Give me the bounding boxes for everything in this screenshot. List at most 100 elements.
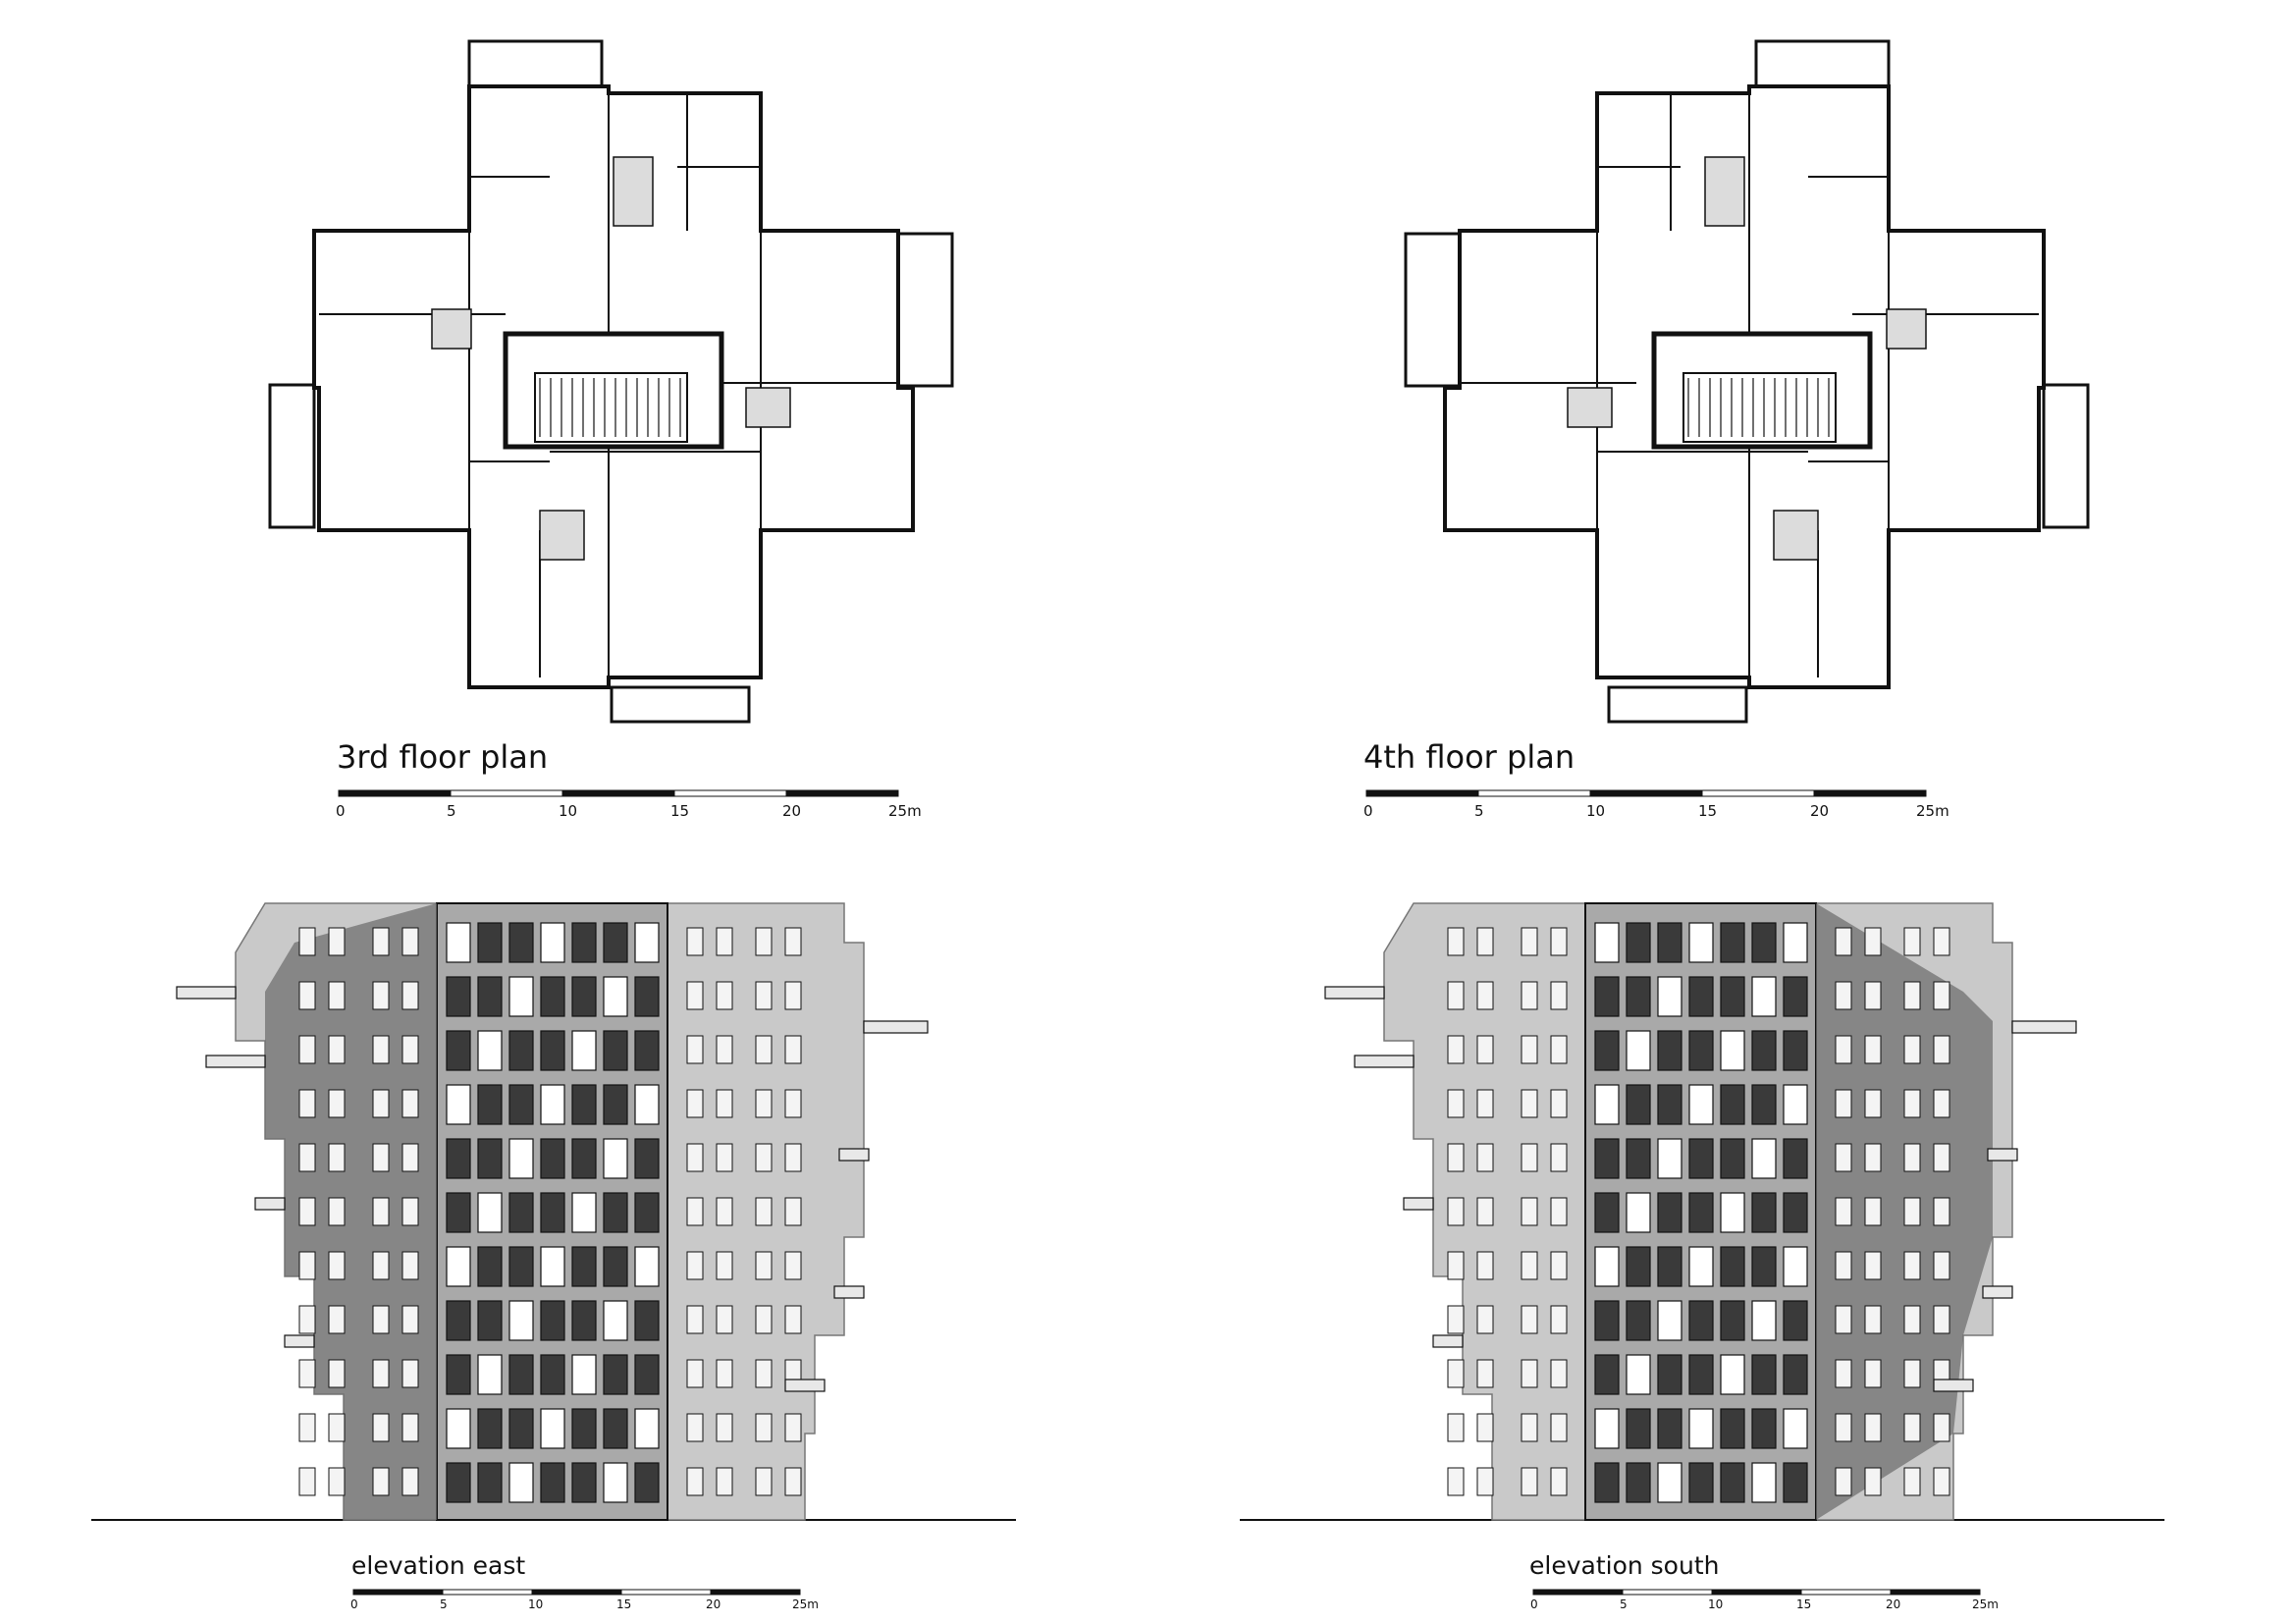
window xyxy=(298,1359,316,1388)
window xyxy=(1903,1035,1921,1064)
window xyxy=(1550,1251,1568,1280)
bay-window xyxy=(1751,1462,1777,1503)
bay-window xyxy=(477,1138,503,1179)
scale-tick: 20 xyxy=(1810,802,1830,820)
window xyxy=(716,927,733,956)
window xyxy=(1933,1413,1950,1442)
window xyxy=(1550,1359,1568,1388)
window xyxy=(686,1251,704,1280)
scale-segment xyxy=(673,789,787,797)
window xyxy=(401,1305,419,1334)
window xyxy=(1903,1143,1921,1172)
window xyxy=(1447,1143,1465,1172)
bay-window xyxy=(508,1192,534,1233)
window xyxy=(372,1305,390,1334)
window xyxy=(1476,1251,1494,1280)
window xyxy=(1835,1413,1852,1442)
window xyxy=(1476,927,1494,956)
bay-window xyxy=(1594,1138,1620,1179)
scale-segment xyxy=(338,789,452,797)
floor-plan-drawing xyxy=(1404,39,2090,724)
bay-window xyxy=(540,1138,565,1179)
window xyxy=(1447,1035,1465,1064)
bay-window xyxy=(446,976,471,1017)
bay-window xyxy=(1783,976,1808,1017)
balcony xyxy=(1607,685,1748,724)
balcony xyxy=(254,1197,286,1211)
bay-window xyxy=(1626,922,1651,963)
bay-window xyxy=(477,922,503,963)
scale-tick: 0 xyxy=(1363,802,1373,820)
window xyxy=(328,1467,346,1496)
scale-segment xyxy=(352,1589,444,1596)
window xyxy=(1864,981,1882,1010)
bay-window xyxy=(571,1192,597,1233)
scale-tick: 10 xyxy=(1586,802,1606,820)
window xyxy=(784,1143,802,1172)
window xyxy=(372,1251,390,1280)
plan-title: 4th floor plan xyxy=(1363,738,1575,776)
balcony xyxy=(1432,1334,1464,1348)
bay-window xyxy=(1626,1030,1651,1071)
bay-window xyxy=(446,922,471,963)
window xyxy=(755,1089,773,1118)
window xyxy=(716,1251,733,1280)
window xyxy=(1550,1413,1568,1442)
window xyxy=(1903,1251,1921,1280)
window xyxy=(1903,1359,1921,1388)
window xyxy=(401,1413,419,1442)
scale-tick: 20 xyxy=(782,802,802,820)
window xyxy=(784,1089,802,1118)
window xyxy=(1835,1251,1852,1280)
bathroom xyxy=(613,156,654,227)
bay-window xyxy=(571,1300,597,1341)
window xyxy=(716,1467,733,1496)
window xyxy=(686,1035,704,1064)
scale-tick: 10 xyxy=(1708,1597,1724,1611)
plan-3rd-floor: 3rd floor plan xyxy=(0,0,1148,785)
bay-window xyxy=(1751,1408,1777,1449)
window xyxy=(401,1143,419,1172)
bay-window xyxy=(1751,1354,1777,1395)
window xyxy=(1835,1305,1852,1334)
window xyxy=(784,1467,802,1496)
bay-window xyxy=(508,1138,534,1179)
bay-window xyxy=(571,922,597,963)
scale-segment xyxy=(1477,789,1591,797)
bay-window xyxy=(634,1462,660,1503)
bay-window xyxy=(634,1084,660,1125)
window xyxy=(784,981,802,1010)
bay-window xyxy=(508,1084,534,1125)
bay-window xyxy=(1657,1354,1682,1395)
bay-window xyxy=(1626,1084,1651,1125)
scale-tick: 20 xyxy=(1886,1597,1901,1611)
window xyxy=(1521,1089,1538,1118)
bay-window xyxy=(1688,1192,1714,1233)
bay-window xyxy=(477,976,503,1017)
bay-window xyxy=(446,1138,471,1179)
window xyxy=(1864,1197,1882,1226)
scale-segment xyxy=(1813,789,1927,797)
bay-window xyxy=(1751,1192,1777,1233)
window xyxy=(328,1143,346,1172)
window xyxy=(1476,1467,1494,1496)
window xyxy=(755,1143,773,1172)
bay-window xyxy=(1751,1084,1777,1125)
plan-title: 3rd floor plan xyxy=(337,738,549,776)
window xyxy=(1835,1035,1852,1064)
window xyxy=(1521,1143,1538,1172)
bay-window xyxy=(1657,1084,1682,1125)
window xyxy=(784,1305,802,1334)
scale-segment xyxy=(531,1589,622,1596)
bay-window xyxy=(1783,1246,1808,1287)
scale-tick: 5 xyxy=(1474,802,1484,820)
scale-tick: 15 xyxy=(670,802,690,820)
window xyxy=(1447,1413,1465,1442)
window xyxy=(1933,1143,1950,1172)
stair-core xyxy=(503,331,724,450)
window xyxy=(298,927,316,956)
window xyxy=(401,1035,419,1064)
window xyxy=(1933,927,1950,956)
bay-window xyxy=(571,1408,597,1449)
bay-window xyxy=(1783,1408,1808,1449)
